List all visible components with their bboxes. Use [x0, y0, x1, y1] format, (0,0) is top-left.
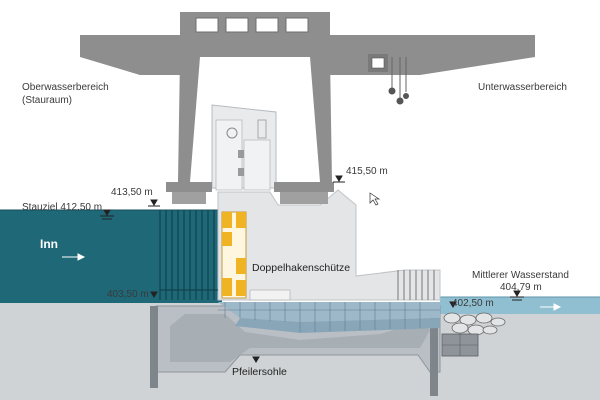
gantry-crane	[80, 12, 535, 182]
gate-label: Doppelhakenschütze	[252, 262, 351, 274]
pile-lines	[159, 210, 218, 300]
level-markers	[100, 175, 524, 363]
flow-arrow-downstream	[540, 303, 562, 311]
foundation-label: Pfeilersohle	[232, 366, 287, 378]
mid-water-value: 404,79 m	[500, 282, 542, 293]
level-413-label: 413,50 m	[111, 187, 153, 198]
bridge-right	[274, 182, 334, 192]
riprap	[443, 312, 506, 336]
flow-arrow-upstream	[62, 253, 86, 261]
upstream-area-label: Oberwasserbereich	[22, 82, 109, 93]
level-403-label: 403,50 m	[107, 289, 149, 300]
level-402-label: 402,50 m	[452, 298, 494, 309]
cursor-icon	[369, 192, 381, 206]
mid-water-label: Mittlerer Wasserstand	[472, 270, 569, 281]
stauziel-label: Stauziel 412,50 m	[22, 202, 103, 213]
upstream-water	[0, 210, 222, 303]
level-415-label: 415,50 m	[346, 166, 388, 177]
weir-pier	[217, 189, 441, 301]
downstream-water	[440, 297, 600, 314]
river-label: Inn	[40, 237, 58, 251]
upstream-area-sublabel: (Stauraum)	[22, 95, 73, 106]
double-hook-gate	[221, 211, 247, 299]
downstream-area-label: Unterwasserbereich	[478, 82, 567, 93]
bridge-left	[166, 182, 212, 192]
brick-apron	[218, 289, 440, 333]
